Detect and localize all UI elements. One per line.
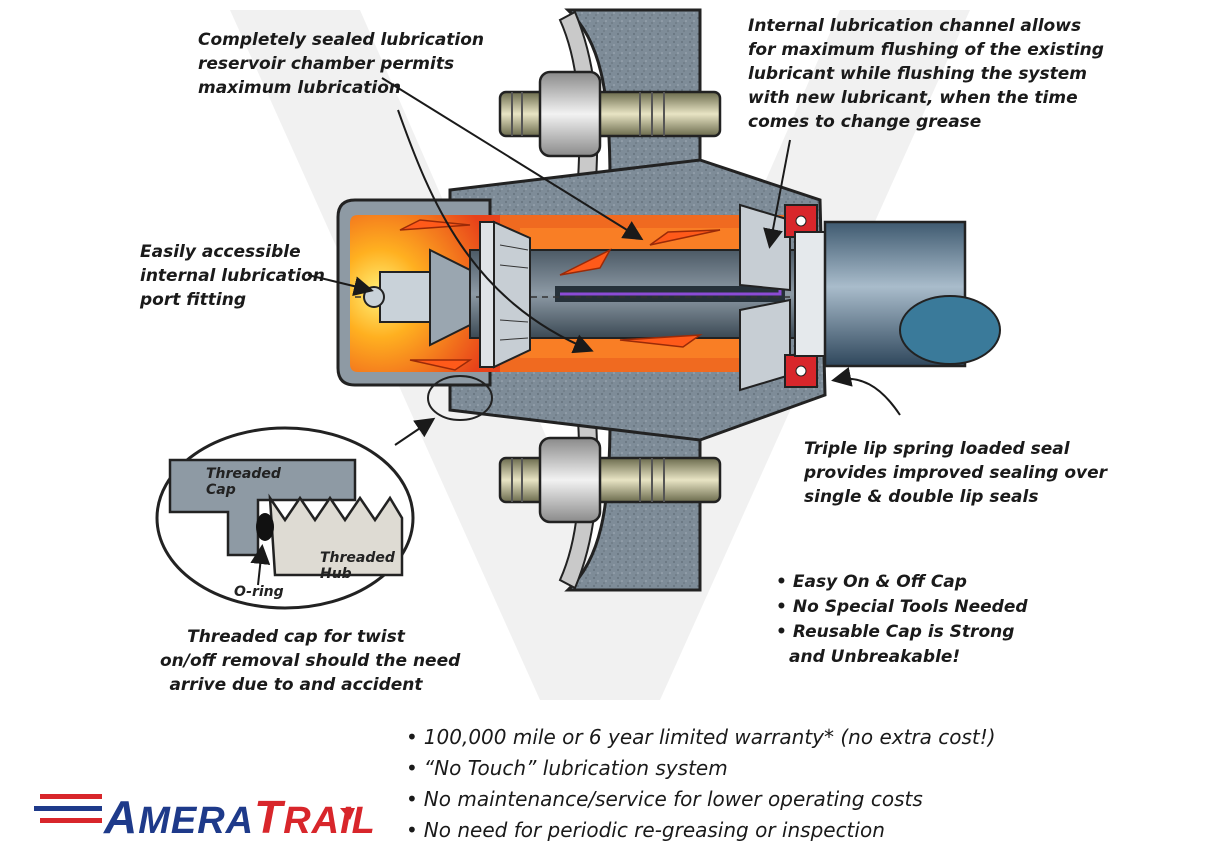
watermark (230, 10, 970, 700)
label-line: Threaded cap for twist (187, 627, 405, 647)
ameratrail-logo: AMERATRAIL (104, 790, 376, 844)
warranty-list: 100,000 mile or 6 year limited warranty*… (406, 722, 996, 846)
warranty-item: “No Touch” lubrication system (406, 753, 996, 784)
warranty-item: 100,000 mile or 6 year limited warranty*… (406, 722, 996, 753)
label-line: arrive due to and accident (169, 675, 423, 695)
pointer-arrows (250, 77, 901, 586)
label-line: maximum lubrication (198, 78, 402, 98)
label-line: with new lubricant, when the time (748, 88, 1078, 108)
label-line: Threaded (320, 550, 395, 566)
label-line: Internal lubrication channel allows (748, 16, 1082, 36)
inset-oring-label: O-ring (234, 584, 284, 600)
logo-letter: MERA (138, 800, 255, 842)
warranty-item: No need for periodic re-greasing or insp… (406, 815, 996, 846)
warranty-item: No maintenance/service for lower operati… (406, 784, 996, 815)
label-line: provides improved sealing over (804, 463, 1107, 483)
logo-swoosh (34, 794, 355, 823)
label-line: Completely sealed lubrication (198, 30, 485, 50)
label-port: Easily accessible internal lubrication p… (140, 240, 325, 312)
label-line: reservoir chamber permits (198, 54, 455, 74)
logo-letter: T (254, 791, 284, 843)
label-line: Cap (206, 482, 236, 498)
feature-item: Easy On & Off Cap (776, 570, 1028, 595)
label-line: comes to change grease (748, 112, 982, 132)
label-channel: Internal lubrication channel allows for … (748, 14, 1104, 134)
wheel-stud-upper (498, 70, 722, 158)
label-line: Hub (320, 566, 352, 582)
feature-list: Easy On & Off Cap No Special Tools Neede… (776, 570, 1028, 670)
label-reservoir: Completely sealed lubrication reservoir … (198, 28, 484, 100)
label-line: Triple lip spring loaded seal (804, 439, 1070, 459)
logo-letter: RAIL (283, 800, 376, 842)
label-line: port fitting (140, 290, 247, 310)
label-line: for maximum flushing of the existing (748, 40, 1104, 60)
logo-letter: A (104, 791, 139, 843)
label-line: lubricant while flushing the system (748, 64, 1088, 84)
grease-flow-arrows (399, 219, 721, 371)
outer-bearing (479, 220, 531, 369)
feature-item: and Unbreakable! (789, 647, 961, 667)
inset-hub-label: Threaded Hub (320, 550, 395, 582)
wheel-stud-lower (498, 436, 722, 524)
label-line: single & double lip seals (804, 487, 1039, 507)
label-line: on/off removal should the need (160, 651, 461, 671)
feature-item: Reusable Cap is Strong (776, 620, 1028, 645)
axle-tube (794, 220, 1001, 368)
label-line: internal lubrication (140, 266, 325, 286)
zoom-indicator (427, 375, 493, 421)
label-line: Easily accessible (140, 242, 301, 262)
feature-item: No Special Tools Needed (776, 595, 1028, 620)
label-threaded-cap: Threaded cap for twist on/off removal sh… (160, 625, 461, 697)
triple-lip-seal (784, 204, 818, 388)
label-line: Threaded (206, 466, 281, 482)
inset-cap-label: Threaded Cap (206, 466, 281, 498)
label-seal: Triple lip spring loaded seal provides i… (804, 437, 1107, 509)
grease-fitting (363, 248, 471, 347)
